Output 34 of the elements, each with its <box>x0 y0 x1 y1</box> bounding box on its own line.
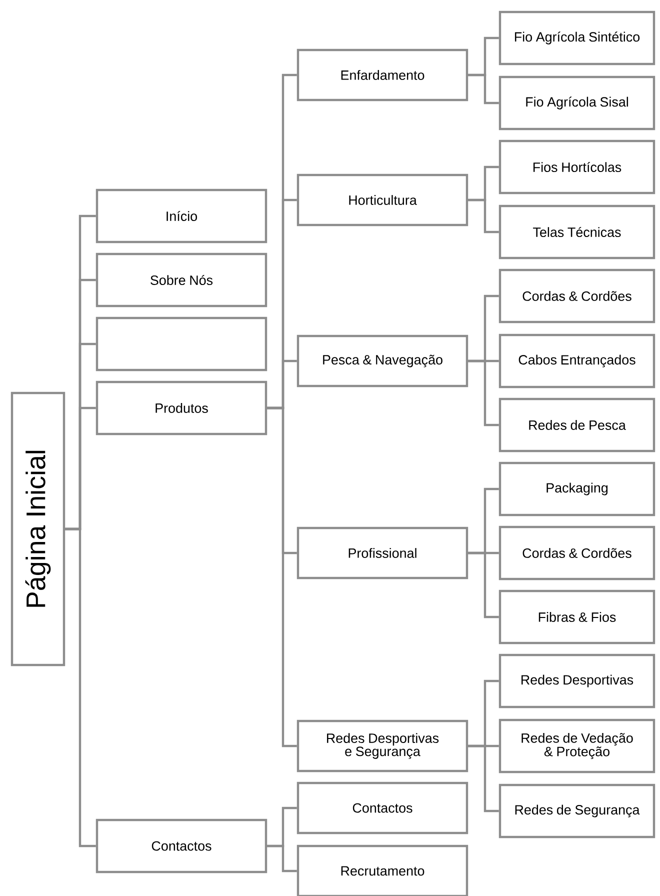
page-box: Contactos <box>296 782 468 834</box>
connector <box>468 744 499 812</box>
page-box: Redes de Segurança <box>498 784 656 838</box>
page-box <box>96 316 268 372</box>
page-box: Recrutamento <box>296 844 468 896</box>
page-box: Cordas & Cordões <box>498 268 656 324</box>
connector <box>468 198 499 234</box>
page-box: Fios Hortícolas <box>498 140 656 194</box>
page-box: Redes Desportivas e Segurança <box>296 720 468 772</box>
connector <box>267 844 297 872</box>
page-box: Pesca & Navegação <box>296 334 468 388</box>
page-box: Fibras & Fios <box>498 590 656 644</box>
page-box: Packaging <box>498 462 656 516</box>
page-box: Cordas & Cordões <box>498 526 656 580</box>
page-box: Profissional <box>296 526 468 580</box>
page-box: Redes de Pesca <box>498 398 656 452</box>
page-box: Redes Desportivas <box>498 654 656 708</box>
page-box: Horticultura <box>296 174 468 226</box>
title-box: Página Inicial <box>10 392 66 666</box>
page-box: Contactos <box>96 818 268 874</box>
page-box: Produtos <box>96 380 268 436</box>
page-box: Cabos Entrançados <box>498 334 656 388</box>
page-box: Fio Agrícola Sintético <box>498 10 656 66</box>
connector <box>468 552 499 618</box>
page-box: Redes de Vedação & Proteção <box>498 718 656 774</box>
connector <box>267 406 297 748</box>
page-box: Sobre Nós <box>96 252 268 308</box>
page-box: Telas Técnicas <box>498 204 656 260</box>
page-box: Fio Agrícola Sisal <box>498 76 656 130</box>
page-box: Enfardamento <box>296 48 468 102</box>
connector <box>468 74 499 104</box>
connector <box>65 528 96 848</box>
connector <box>468 360 499 426</box>
page-box: Início <box>96 188 268 244</box>
